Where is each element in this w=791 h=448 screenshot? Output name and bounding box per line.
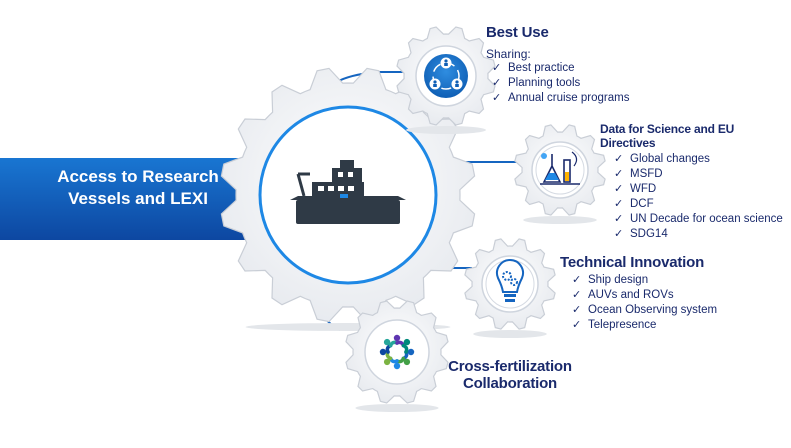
list-item: ✓DCF [614,198,654,210]
person-head [379,348,387,356]
cross-fert-heading-line1: Cross-fertilization [448,358,572,375]
data-science-list: ✓Global changes ✓MSFD ✓WFD ✓DCF ✓UN Deca… [614,152,791,242]
person-head [407,348,415,356]
list-item: ✓SDG14 [614,228,668,240]
main-title-line2: Vessels and LEXI [68,189,208,208]
check-icon: ✓ [492,77,502,89]
data-science-section: Data for Science and EU Directives ✓Glob… [600,122,791,242]
check-icon: ✓ [614,228,624,240]
check-icon: ✓ [614,198,624,210]
main-title: Access to Research Vessels and LEXI [38,166,238,210]
list-item: ✓WFD [614,183,657,195]
check-icon: ✓ [572,289,582,301]
best-use-heading: Best Use [486,24,549,41]
list-item: ✓Ship design [572,274,649,286]
check-icon: ✓ [614,183,624,195]
check-icon: ✓ [614,153,624,165]
check-icon: ✓ [572,304,582,316]
gear-shadow [406,126,486,134]
person-head [403,358,411,366]
person-head [393,362,401,370]
best-use-list: ✓Best practice ✓Planning tools ✓Annual c… [492,61,629,106]
list-item: ✓Planning tools [492,77,581,89]
person-head [403,338,411,346]
person-head [383,338,391,346]
check-icon: ✓ [572,319,582,331]
person-arm [401,343,409,354]
lab-science-icon [535,145,585,195]
check-icon: ✓ [492,92,502,104]
data-science-heading: Data for Science and EU Directives [600,122,735,150]
list-item: ✓Annual cruise programs [492,92,630,104]
main-title-line1: Access to Research [57,167,219,186]
cross-fert-heading-line2: Collaboration [462,375,558,392]
person-head [393,334,401,342]
list-item: ✓MSFD [614,168,663,180]
lightbulb-gears-icon [485,259,535,309]
list-item: ✓Best practice [492,62,575,74]
list-item: ✓Global changes [614,153,710,165]
best-use-subheading: Sharing: [486,47,531,61]
gear-shadow [355,404,439,412]
check-icon: ✓ [614,168,624,180]
list-item: ✓Ocean Observing system [572,304,718,316]
best-use-section: Best Use Sharing: ✓Best practice ✓Planni… [486,24,629,106]
list-item: ✓AUVs and ROVs [572,289,674,301]
tech-innovation-heading: Technical Innovation [560,254,705,271]
sharing-people-icon [424,54,468,98]
tech-innovation-section: Technical Innovation ✓Ship design ✓AUVs … [560,254,717,333]
people-circle-icon [373,328,421,376]
tech-innovation-list: ✓Ship design ✓AUVs and ROVs ✓Ocean Obser… [572,273,717,333]
person-head [383,358,391,366]
ship-icon [290,160,406,224]
list-item: ✓UN Decade for ocean science [614,213,783,225]
gear-shadow [473,330,547,338]
check-icon: ✓ [492,62,502,74]
check-icon: ✓ [614,213,624,225]
gear-shadow [523,216,597,224]
check-icon: ✓ [572,274,582,286]
main-banner [0,158,262,240]
list-item: ✓Telepresence [572,319,657,331]
cross-fert-section: Cross-fertilization Collaboration [440,358,580,392]
